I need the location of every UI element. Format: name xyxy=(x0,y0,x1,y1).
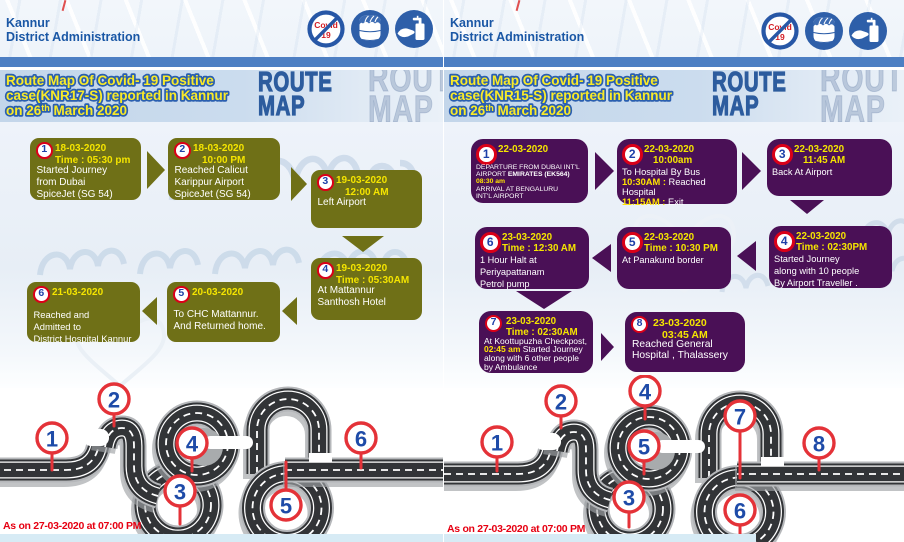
svg-text:2: 2 xyxy=(108,388,120,413)
svg-text:2: 2 xyxy=(555,390,567,415)
svg-text:Covid: Covid xyxy=(768,22,792,32)
svg-text:1: 1 xyxy=(491,431,503,456)
svg-text:8: 8 xyxy=(813,432,825,457)
svg-text:Route Map Of Covid- 19 Positiv: Route Map Of Covid- 19 Positive xyxy=(450,73,658,88)
svg-text:7: 7 xyxy=(734,405,746,430)
svg-text:case(KNR17-S) reported in Kann: case(KNR17-S) reported in Kannur xyxy=(6,88,229,103)
svg-text:3: 3 xyxy=(174,480,186,505)
svg-text:5: 5 xyxy=(638,435,650,460)
svg-text:4: 4 xyxy=(639,380,652,405)
svg-text:6: 6 xyxy=(734,499,746,524)
svg-text:on 26th March 2020: on 26th March 2020 xyxy=(450,103,571,118)
svg-text:19: 19 xyxy=(775,32,785,42)
svg-text:19: 19 xyxy=(321,30,331,40)
svg-text:Covid: Covid xyxy=(314,20,338,30)
svg-text:4: 4 xyxy=(186,432,199,457)
svg-text:5: 5 xyxy=(280,494,292,519)
svg-text:3: 3 xyxy=(623,486,635,511)
svg-text:1: 1 xyxy=(46,427,58,452)
svg-text:on 26th March 2020: on 26th March 2020 xyxy=(6,103,127,118)
svg-text:case(KNR15-S) reported in Kann: case(KNR15-S) reported in Kannur xyxy=(450,88,673,103)
svg-text:6: 6 xyxy=(355,427,367,452)
svg-text:Route Map Of Covid- 19 Positiv: Route Map Of Covid- 19 Positive xyxy=(6,73,214,88)
